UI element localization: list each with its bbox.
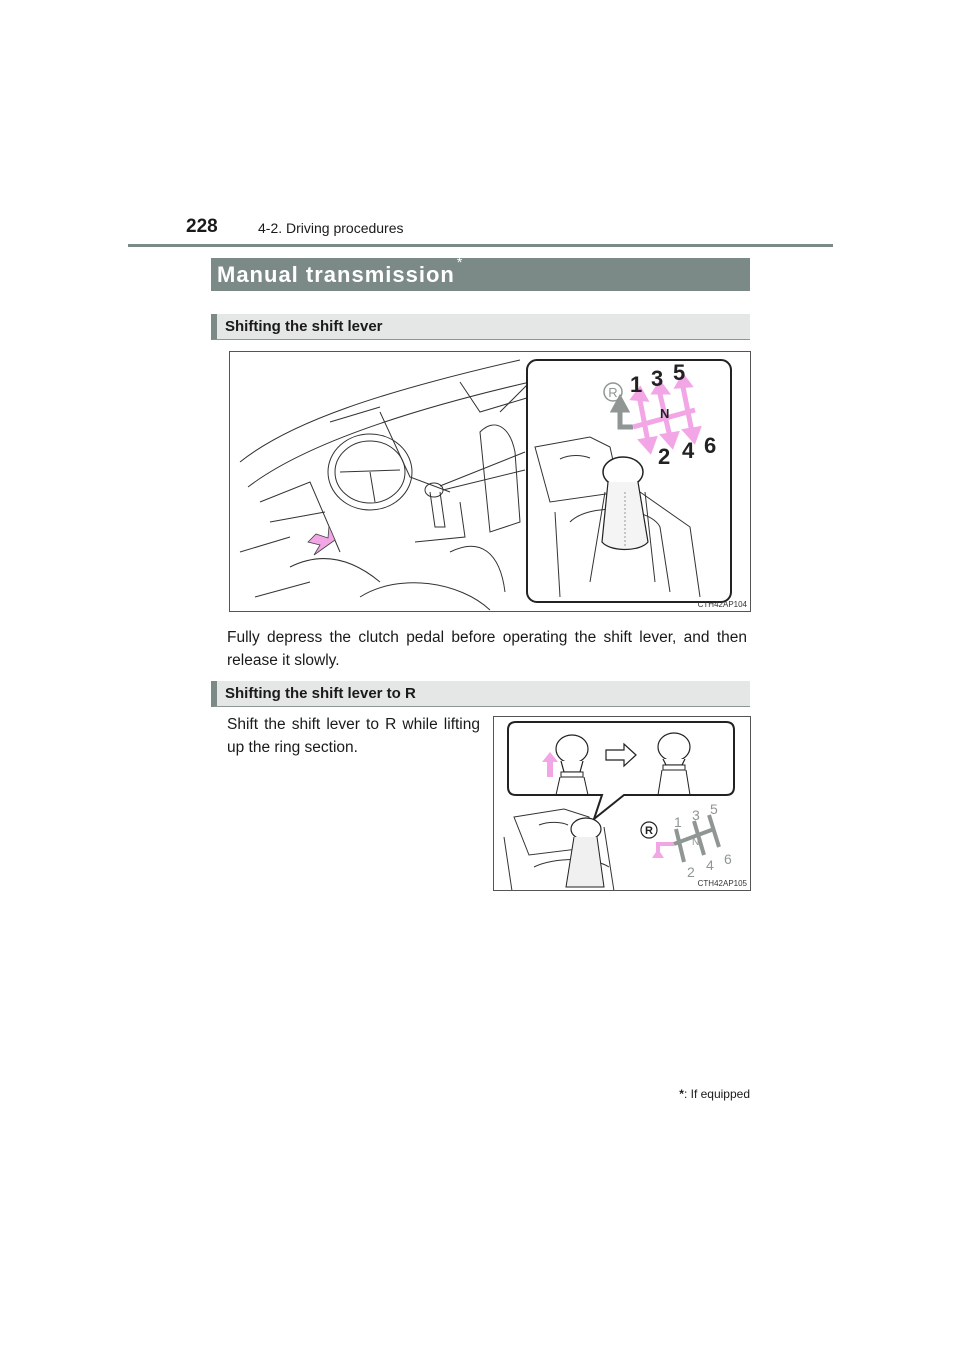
gear-label-1-small: 1 xyxy=(674,814,682,830)
cabin-illustration: R 1 3 5 N 2 4 6 xyxy=(239,359,732,611)
page-number: 228 xyxy=(186,216,218,237)
subheading-shifting: Shifting the shift lever xyxy=(211,314,750,340)
reverse-illustration: R 1 3 5 N 2 4 6 xyxy=(503,721,735,890)
figure-reverse: R 1 3 5 N 2 4 6 CTH42AP105 xyxy=(493,716,751,891)
figure-shift-lever: R 1 3 5 N 2 4 6 CTH42AP104 xyxy=(229,351,751,612)
gear-label-1: 1 xyxy=(630,372,642,397)
gear-label-4-small: 4 xyxy=(706,857,714,873)
gear-label-2: 2 xyxy=(658,444,670,469)
gear-label-5: 5 xyxy=(673,360,685,385)
gear-label-3-small: 3 xyxy=(692,807,700,823)
figure-code: CTH42AP104 xyxy=(697,600,747,609)
gear-label-r: R xyxy=(608,385,617,400)
gear-label-n: N xyxy=(660,406,669,421)
subheading-shift-to-r: Shifting the shift lever to R xyxy=(211,681,750,707)
footnote-star: * xyxy=(679,1087,684,1101)
gear-label-6: 6 xyxy=(704,433,716,458)
title-bar: Manual transmission* xyxy=(211,254,750,291)
gear-label-4: 4 xyxy=(682,438,695,463)
footnote-text: : If equipped xyxy=(683,1087,750,1101)
gear-label-6-small: 6 xyxy=(724,851,732,867)
footnote: *: If equipped xyxy=(679,1087,750,1101)
gear-label-5-small: 5 xyxy=(710,801,718,817)
gear-label-3: 3 xyxy=(651,366,663,391)
gear-label-r-small: R xyxy=(645,825,653,837)
section-label: 4-2. Driving procedures xyxy=(258,220,404,236)
gear-label-n-small: N xyxy=(692,837,699,848)
gear-label-2-small: 2 xyxy=(687,864,695,880)
page-title: Manual transmission xyxy=(217,262,455,287)
body-text-clutch: Fully depress the clutch pedal before op… xyxy=(227,629,747,669)
header-rule xyxy=(128,244,833,247)
figure-code: CTH42AP105 xyxy=(697,879,747,888)
title-star: * xyxy=(456,254,463,270)
body-text-reverse: Shift the shift lever to R while lifting… xyxy=(227,716,480,756)
